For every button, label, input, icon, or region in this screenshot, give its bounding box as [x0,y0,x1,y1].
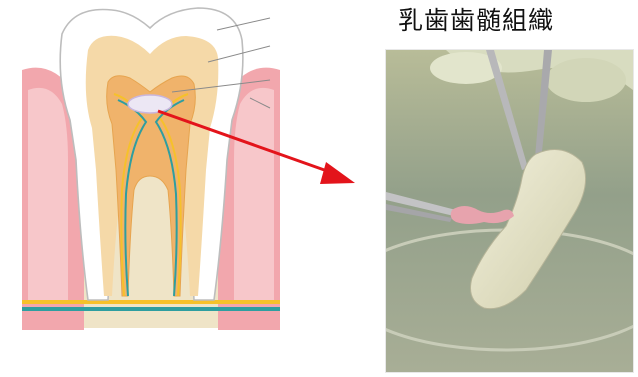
gum-right-highlight [234,88,274,300]
pulp-tissue-photo [385,49,634,373]
pulp-highlight-spot [128,95,172,113]
gum-left-highlight [28,88,68,300]
glove-finger-right [546,58,626,102]
arrow-head [320,162,355,184]
photo-caption: 乳歯歯髄組織 [398,4,630,38]
tooth-cross-section-diagram [22,0,280,330]
